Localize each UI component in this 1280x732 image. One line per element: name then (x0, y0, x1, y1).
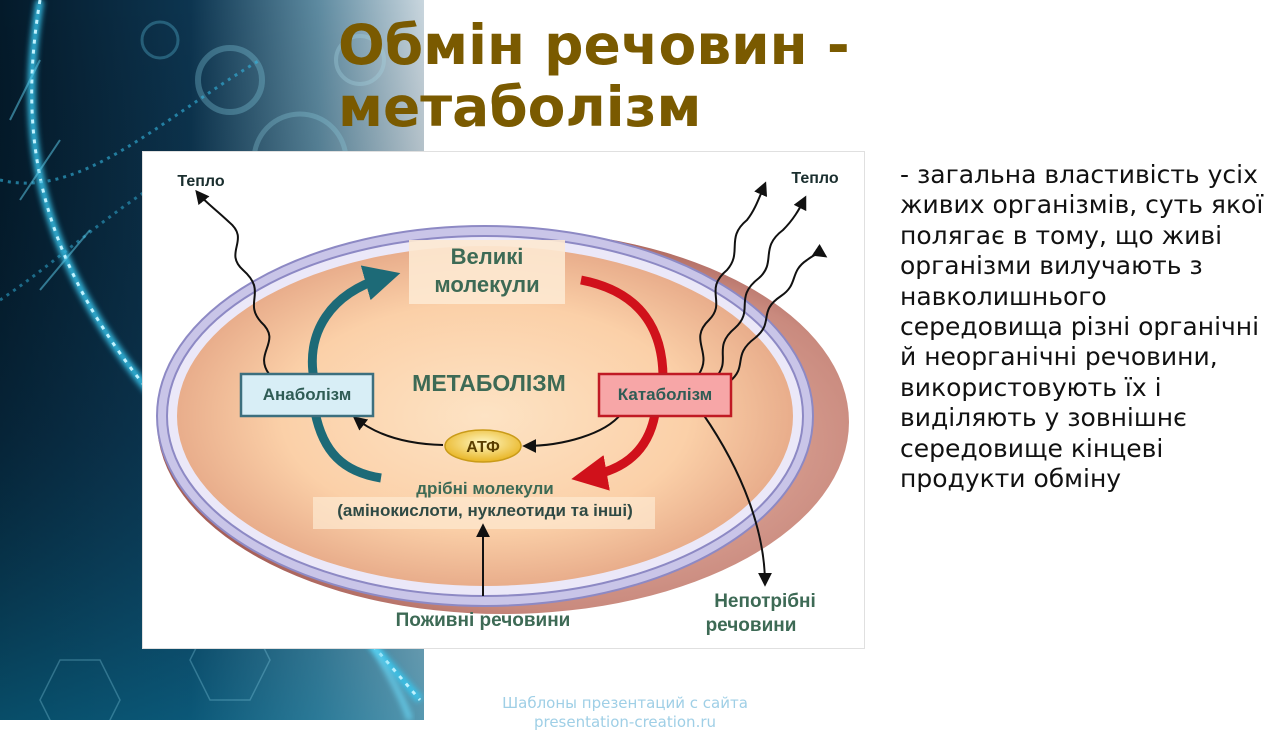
metabolism-diagram: Тепло Тепло Великі молекули МЕТАБОЛІЗМ А… (142, 151, 865, 649)
large-molecules-label-2: молекули (434, 272, 539, 297)
heat-right-label: Тепло (791, 170, 838, 187)
slide-title: Обмін речовин - метаболізм (338, 13, 850, 139)
atp-molecule (444, 429, 522, 463)
heat-right-arrow-2 (714, 195, 807, 379)
heat-right-arrow-1 (698, 181, 768, 375)
nutrients-label: Поживні речовини (396, 610, 571, 631)
metabolism-label: МЕТАБОЛІЗМ (412, 370, 566, 396)
description-text: - загальна властивість усіх живих органі… (900, 160, 1264, 494)
heat-right-arrow-3 (728, 243, 828, 383)
waste-label-2: речовини (706, 615, 797, 636)
large-molecules-label-1: Великі (451, 244, 524, 269)
atp-to-anabolism-arrow (352, 416, 444, 446)
anabolism-arrow-up (307, 265, 401, 386)
catabolism-arrow-bottom (571, 413, 660, 491)
catabolism-to-atp-arrow (522, 413, 622, 453)
anabolism-box (239, 372, 375, 418)
footer-credit: Шаблоны презентаций с сайта presentation… (470, 694, 780, 732)
footer-line-1: Шаблоны презентаций с сайта (502, 694, 748, 712)
waste-label-1: Непотрібні (714, 591, 816, 612)
anabolism-arrow-down (310, 411, 382, 483)
waste-arrow (702, 413, 772, 587)
footer-line-2: presentation-creation.ru (533, 713, 717, 731)
anabolism-label: Анаболізм (263, 385, 352, 404)
heat-left-label: Тепло (177, 173, 224, 190)
catabolism-arrow-top (580, 275, 668, 379)
heat-left-arrow (195, 189, 271, 375)
small-molecules-label-2: (амінокислоти, нуклеотиди та інші) (337, 501, 632, 520)
catabolism-label: Катаболізм (618, 385, 712, 404)
catabolism-box (597, 372, 733, 418)
small-molecules-label-1: дрібні молекули (416, 479, 553, 498)
atp-label: АТФ (466, 439, 500, 456)
